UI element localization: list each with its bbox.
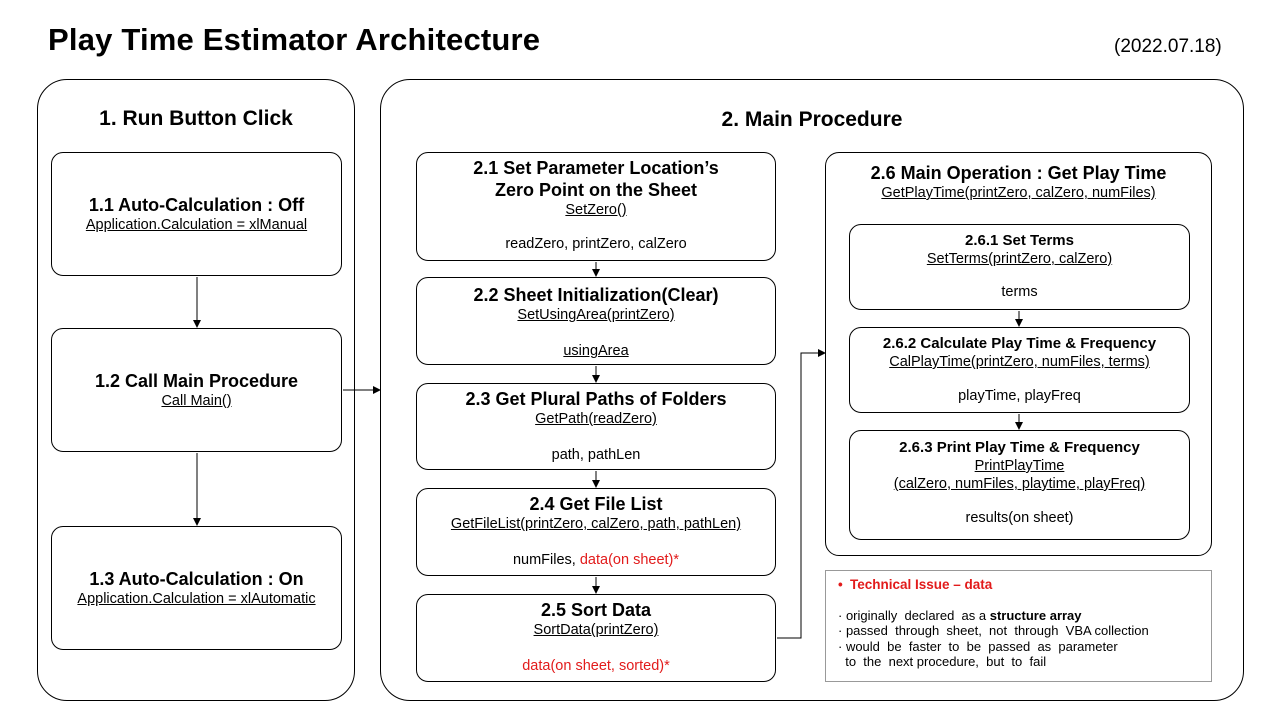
box-output: path, pathLen [551,447,641,463]
note-line: to the next procedure, but to fail [838,654,1047,669]
page-title: Play Time Estimator Architecture [48,22,541,57]
box-output: usingArea [563,343,629,359]
box-heading: 2.6 Main Operation : Get Play Time [870,163,1167,183]
box-output: results(on sheet) [965,510,1074,526]
box-output: numFiles, data(on sheet)* [513,551,679,569]
box-function: SetTerms(printZero, calZero) [926,251,1113,267]
box-output: playTime, playFreq [958,388,1081,404]
box-2-3-get-path: 2.3 Get Plural Paths of Folders GetPath(… [416,383,776,470]
box-function: Application.Calculation = xlManual [85,217,308,233]
box-function: GetPlayTime(printZero, calZero, numFiles… [881,185,1156,201]
note-line: · would be faster to be passed as parame… [838,638,1118,654]
note-line-text: · originally declared as a [838,607,990,623]
box-heading: 2.5 Sort Data [540,600,652,620]
box-function: GetPath(readZero) [535,411,657,427]
box-heading: 2.2 Sheet Initialization(Clear) [473,285,719,305]
box-heading: 2.3 Get Plural Paths of Folders [465,389,727,409]
box-output: terms [1001,284,1038,300]
box-function: SortData(printZero) [533,622,659,638]
box-function-line2: (calZero, numFiles, playtime, playFreq) [893,476,1146,492]
box-2-5-sort-data: 2.5 Sort Data SortData(printZero) data(o… [416,594,776,682]
box-function: SetZero() [565,202,627,218]
box-2-4-get-file-list: 2.4 Get File List GetFileList(printZero,… [416,488,776,576]
box-output: readZero, printZero, calZero [505,236,687,252]
box-2-1-set-zero: 2.1 Set Parameter Location’s Zero Point … [416,152,776,261]
box-heading: 2.6.1 Set Terms [965,232,1074,249]
bullet-icon: • [838,577,843,592]
box-function: Call Main() [161,393,232,409]
box-2-6-2-calc-play-time: 2.6.2 Calculate Play Time & Frequency Ca… [849,327,1190,413]
box-function: GetFileList(printZero, calZero, path, pa… [450,516,742,532]
box-1-1-auto-calc-off: 1.1 Auto-Calculation : Off Application.C… [51,152,342,276]
box-heading-line2: Zero Point on the Sheet [494,180,697,200]
note-heading-row: • Technical Issue – data [838,577,1199,593]
box-2-6-3-print-play-time: 2.6.3 Print Play Time & Frequency PrintP… [849,430,1190,540]
box-heading: 1.3 Auto-Calculation : On [89,569,304,589]
arrow-2-5-to-2-6 [777,349,826,639]
box-heading: 1.2 Call Main Procedure [94,371,299,391]
box-heading: 1.1 Auto-Calculation : Off [88,195,305,215]
box-2-2-sheet-init: 2.2 Sheet Initialization(Clear) SetUsing… [416,277,776,365]
note-heading: Technical Issue – data [849,577,993,592]
box-heading: 2.6.3 Print Play Time & Frequency [899,439,1140,456]
box-heading: 2.6.2 Calculate Play Time & Frequency [882,335,1157,352]
box-output-highlight: data(on sheet, sorted)* [522,658,670,674]
output-text-highlight: data(on sheet)* [579,552,680,568]
note-line-bold: structure array [989,607,1082,623]
box-function: SetUsingArea(printZero) [517,307,675,323]
box-heading-line1: 2.1 Set Parameter Location’s [473,158,719,178]
box-function: CalPlayTime(printZero, numFiles, terms) [889,354,1150,370]
box-1-3-auto-calc-on: 1.3 Auto-Calculation : On Application.Ca… [51,526,342,650]
note-line: · passed through sheet, not through VBA … [838,623,1149,638]
box-heading: 2.4 Get File List [529,494,663,514]
note-line: · originally declared as a structure arr… [838,608,1199,624]
panel-1-title: 1. Run Button Click [99,107,293,130]
box-function: Application.Calculation = xlAutomatic [77,591,316,607]
date-label: (2022.07.18) [1114,36,1222,57]
box-1-2-call-main: 1.2 Call Main Procedure Call Main() [51,328,342,452]
box-2-6-1-set-terms: 2.6.1 Set Terms SetTerms(printZero, calZ… [849,224,1190,310]
output-text: numFiles, [512,552,580,568]
technical-issue-note: • Technical Issue – data · originally de… [825,570,1212,682]
panel-2-title: 2. Main Procedure [721,108,903,131]
box-function-line1: PrintPlayTime [974,458,1065,474]
